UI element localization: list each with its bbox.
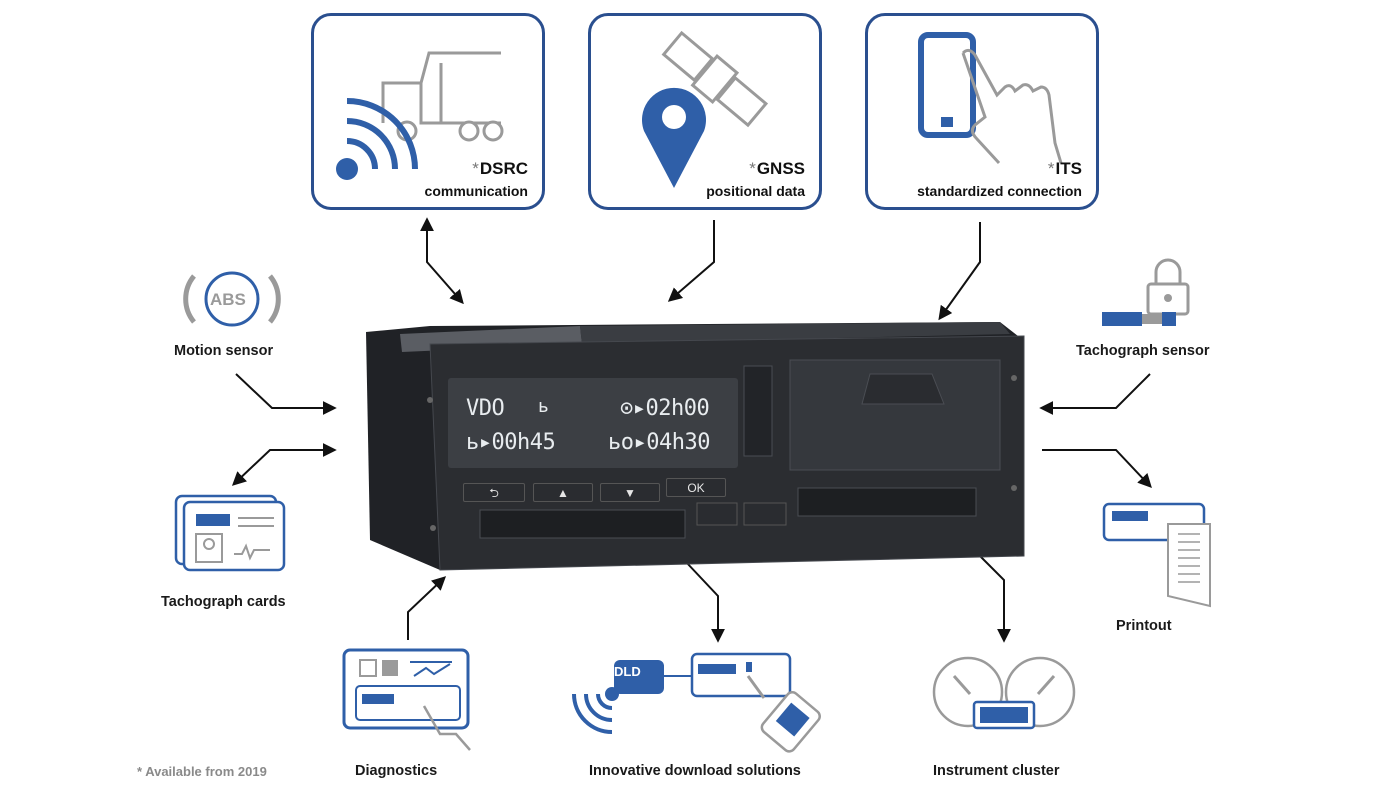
dld-text: DLD [614, 664, 641, 679]
truck-signal-icon [336, 51, 504, 180]
display-line1-right: ⊙▸02h00 [620, 396, 710, 421]
printout-icon [1102, 502, 1211, 608]
its-title: *ITS [1047, 159, 1082, 178]
up-button[interactable]: ▲ [533, 483, 593, 502]
arrow-tacho-sensor [1039, 373, 1151, 415]
tachograph-display: VDO ь ⊙▸02h00 ь▸00h45 ьo▸04h30 [448, 378, 738, 468]
arrow-dsrc [420, 217, 464, 305]
display-line2-right: ьo▸04h30 [608, 430, 710, 455]
download-key-icon [572, 652, 821, 753]
its-box: *ITS standardized connection [865, 13, 1099, 210]
download-label: Innovative download solutions [589, 763, 801, 779]
smartphone-touch-icon [918, 32, 1063, 165]
instrument-cluster-icon [932, 656, 1076, 730]
arrow-printout [1042, 449, 1152, 489]
tachograph-sensor-label: Tachograph sensor [1076, 343, 1210, 359]
gnss-title: *GNSS [749, 159, 805, 178]
padlock-sensor-icon [1102, 258, 1190, 326]
gnss-box: *GNSS positional data [588, 13, 822, 210]
tachograph-cards-icon [174, 494, 286, 572]
instrument-cluster-label: Instrument cluster [933, 763, 1060, 779]
motion-sensor-label: Motion sensor [174, 343, 274, 359]
arrow-gnss [667, 220, 715, 302]
printout-label: Printout [1116, 618, 1172, 634]
abs-icon [183, 271, 281, 327]
its-subtitle: standardized connection [917, 183, 1082, 199]
gnss-subtitle: positional data [706, 183, 805, 199]
back-button[interactable]: ⮌ [463, 483, 525, 502]
diagnostics-label: Diagnostics [355, 763, 438, 779]
arrow-download [685, 561, 725, 643]
dsrc-box: *DSRC communication [311, 13, 545, 210]
display-line1-mid: ь [538, 396, 549, 417]
display-line2-left: ь▸00h45 [466, 430, 556, 455]
satellite-pin-icon [642, 30, 769, 188]
diagnostics-icon [342, 648, 471, 751]
display-line1-left: VDO [466, 396, 505, 421]
arrow-motion-sensor [235, 373, 337, 415]
down-button[interactable]: ▼ [600, 483, 660, 502]
dsrc-subtitle: communication [424, 183, 528, 199]
tachograph-cards-label: Tachograph cards [161, 594, 286, 610]
footnote: * Available from 2019 [137, 764, 267, 779]
arrow-diagnostics [407, 576, 447, 640]
arrow-its [938, 222, 981, 321]
dsrc-title: *DSRC [472, 159, 528, 178]
abs-text: ABS [210, 290, 246, 309]
ok-button[interactable]: OK [666, 478, 726, 497]
arrow-cards [231, 443, 337, 486]
